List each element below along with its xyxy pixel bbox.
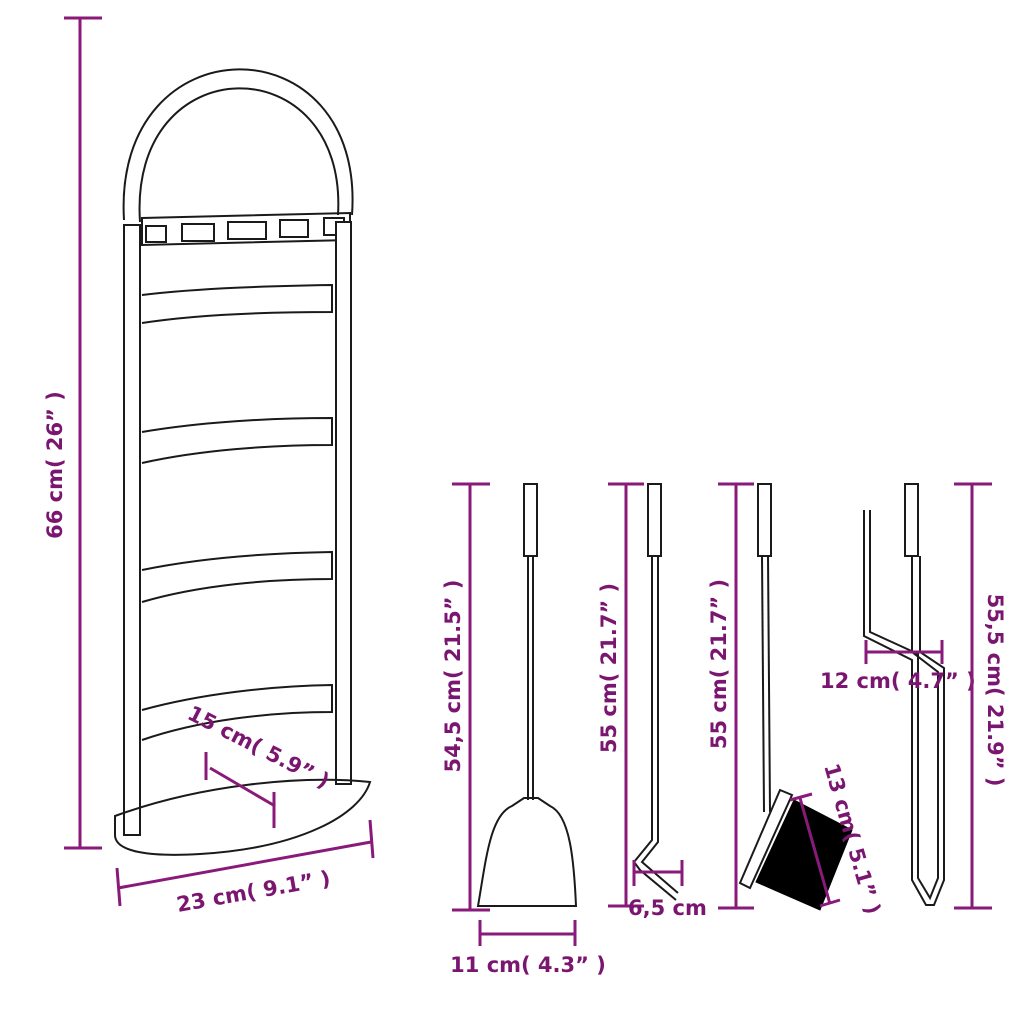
shovel-height-label: 54,5 cm( 21.5” )	[441, 580, 465, 773]
dimension-tick	[789, 792, 813, 802]
stand-width-dimension: 23 cm( 9.1” )	[115, 819, 375, 917]
stand-top-bar	[141, 211, 351, 247]
dimension-tick	[368, 819, 375, 859]
shovel-height-dimension: 54,5 cm( 21.5” )	[441, 482, 490, 912]
tongs-height-label: 55,5 cm( 21.9” )	[983, 594, 1007, 787]
poker-rod	[640, 556, 679, 894]
dimension-line	[117, 840, 372, 890]
brush	[738, 483, 853, 911]
dimension-tick	[819, 898, 841, 908]
shovel-handle	[523, 483, 538, 557]
brush-shaft	[761, 555, 765, 813]
tongs-arm	[863, 510, 945, 906]
dimension-line	[798, 797, 832, 905]
poker-hook-dimension: 6,5 cm	[628, 860, 707, 920]
stand-slat	[141, 550, 333, 603]
shovel-width-dimension: 11 cm( 4.3” )	[450, 920, 606, 977]
brush-head-plate	[738, 788, 794, 890]
shovel-blade	[476, 797, 578, 907]
poker	[632, 483, 679, 901]
stand-height-label: 66 cm( 26” )	[43, 391, 67, 539]
shovel	[476, 483, 578, 907]
dimension-line	[209, 766, 276, 808]
dimension-tick	[115, 867, 122, 907]
stand-slot	[181, 223, 215, 242]
tongs-width-dimension: 12 cm( 4.7” )	[820, 640, 976, 693]
stand-arch-inner	[138, 87, 340, 223]
brush-bristles	[755, 799, 853, 911]
brush-height-label: 55 cm( 21.7” )	[707, 579, 731, 749]
stand-left-post	[123, 224, 141, 836]
shovel-width-label: 11 cm( 4.3” )	[450, 953, 606, 977]
tongs	[863, 483, 945, 906]
stand-slat	[141, 416, 333, 464]
stand-right-post	[335, 221, 352, 785]
tongs-height-dimension: 55,5 cm( 21.9” )	[954, 482, 1007, 910]
brush-shaft	[767, 555, 771, 813]
poker-handle	[647, 483, 662, 557]
stand-slat	[141, 283, 333, 324]
tongs-width-label: 12 cm( 4.7” )	[820, 669, 976, 693]
poker-height-dimension: 55 cm( 21.7” )	[597, 482, 644, 908]
poker-rod	[632, 556, 677, 901]
stand-height-dimension: 66 cm( 26” )	[43, 16, 102, 850]
stand-slat	[141, 683, 333, 741]
tongs-arm	[869, 510, 939, 901]
poker-height-label: 55 cm( 21.7” )	[597, 583, 621, 753]
stand-slot	[145, 225, 167, 243]
stand-slot	[227, 221, 267, 240]
brush-handle	[757, 483, 772, 557]
brush-height-dimension: 55 cm( 21.7” )	[707, 482, 754, 910]
tool-stand	[114, 68, 372, 856]
stand-depth-dimension: 15 cm( 5.9” )	[184, 701, 333, 828]
tongs-handle	[904, 483, 919, 557]
poker-hook-label: 6,5 cm	[628, 896, 707, 920]
stand-arch-outer	[122, 68, 354, 221]
stand-base	[114, 778, 372, 856]
stand-slot	[279, 219, 309, 238]
